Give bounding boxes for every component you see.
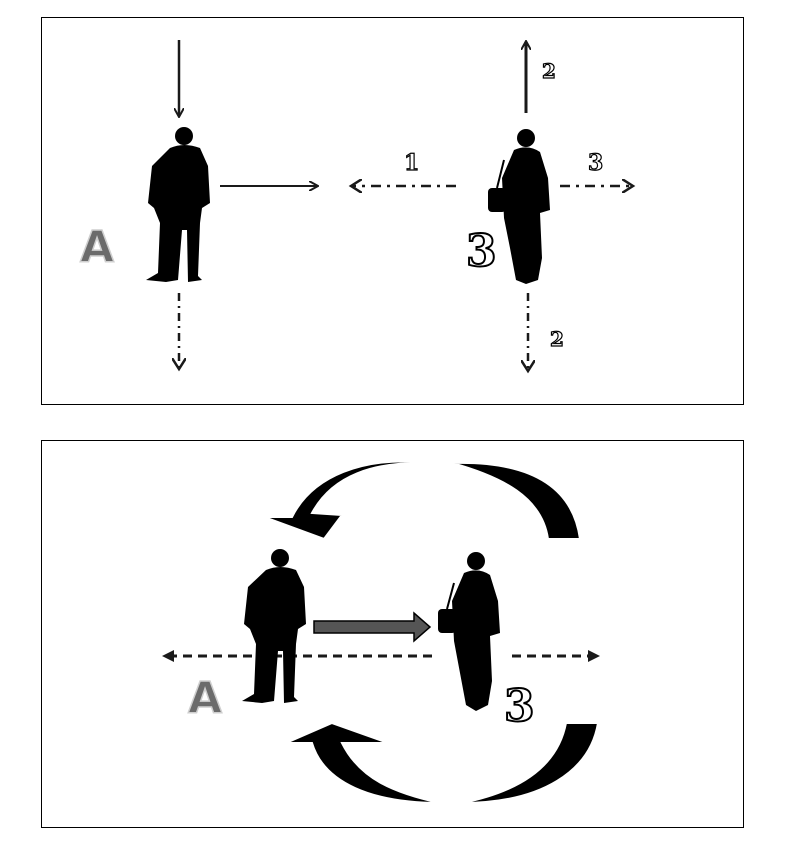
top-diagram-canvas: A 1 3 2 3 2 xyxy=(42,18,743,404)
arrow-1-label: 1 xyxy=(404,150,419,176)
person-b-label: 3 xyxy=(504,681,535,732)
person-a-silhouette xyxy=(242,549,306,703)
arrow-2-down-label: 2 xyxy=(550,327,564,351)
curved-arrow-top-right xyxy=(452,463,580,539)
person-b-label: 3 xyxy=(466,226,497,277)
person-a-silhouette xyxy=(146,127,210,282)
person-a-label: A xyxy=(188,673,222,724)
person-b-silhouette xyxy=(438,552,500,711)
arrow-3-label: 3 xyxy=(588,150,603,176)
bottom-diagram-panel: A 3 xyxy=(41,440,744,828)
curved-arrow-bottom-right xyxy=(462,723,598,803)
person-a-label: A xyxy=(80,222,114,273)
person-b-silhouette xyxy=(488,129,550,284)
curved-arrow-bottom-left xyxy=(286,723,440,803)
center-arrow-right xyxy=(314,613,430,641)
curved-arrow-top-left xyxy=(264,461,432,539)
bottom-diagram-canvas: A 3 xyxy=(42,441,743,827)
top-diagram-panel: A 1 3 2 3 2 xyxy=(41,17,744,405)
arrow-2-up-label: 2 xyxy=(542,59,556,83)
